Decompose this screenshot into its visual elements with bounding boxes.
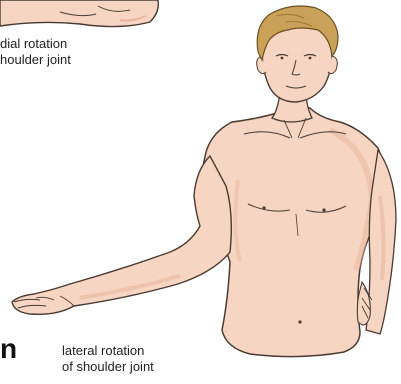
lateral-rotation-line1: lateral rotation	[62, 343, 154, 359]
cut-off-letter: n	[0, 333, 17, 365]
lateral-rotation-label: lateral rotation of shoulder joint	[62, 343, 154, 375]
medial-rotation-label: dial rotation houlder joint	[0, 36, 71, 68]
medial-rotation-line1: dial rotation	[0, 36, 71, 52]
lateral-rotation-line2: of shoulder joint	[62, 359, 154, 375]
extended-arm	[12, 156, 231, 314]
medial-rotation-line2: houlder joint	[0, 52, 71, 68]
cropped-arm-top-left	[0, 0, 158, 27]
